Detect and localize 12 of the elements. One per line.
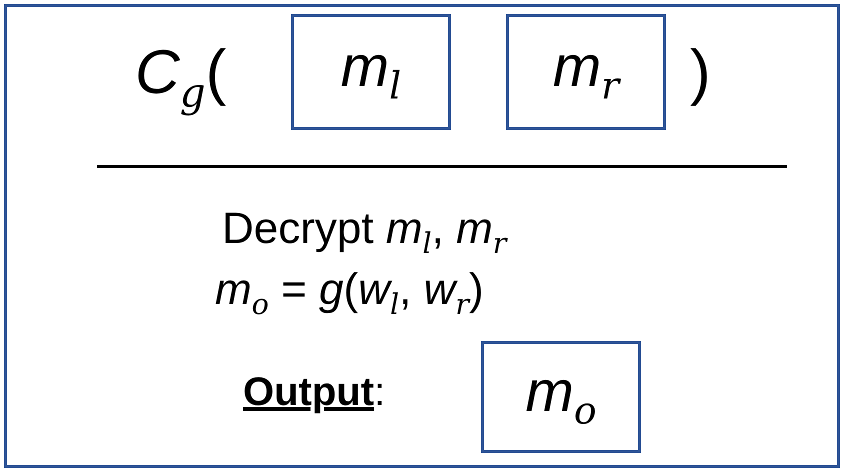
math-variable: m$_{o}$ xyxy=(525,363,597,431)
variable-box xyxy=(506,14,666,130)
math-variable: m$_{r}$ xyxy=(552,38,620,106)
variable-box xyxy=(291,14,451,130)
variable-box xyxy=(481,341,641,453)
math-variable: m$_{l}$ xyxy=(340,38,402,106)
math-equation: m$_{o}$ = g(w$_{l}$, w$_{r}$) xyxy=(215,268,484,318)
decrypt-step-text: Decrypt m$_{l}$, m$_{r}$ xyxy=(222,207,506,258)
output-label: Output: xyxy=(243,372,386,412)
frame-box xyxy=(4,4,840,468)
math-expression: ) xyxy=(690,42,711,104)
math-expression: C$_{g}$( xyxy=(135,42,226,114)
